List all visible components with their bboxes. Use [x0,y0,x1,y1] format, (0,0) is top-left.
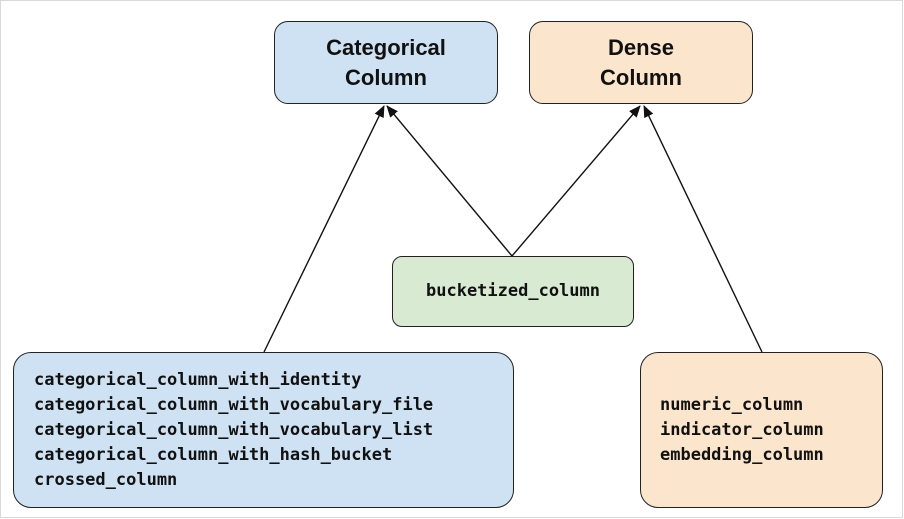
dense-column-title-line1: Dense [607,34,675,60]
list-item: categorical_column_with_vocabulary_list [34,419,434,440]
bucketized-column-node: bucketized_column [392,256,634,327]
categorical-column-node: Categorical Column [274,21,498,104]
categorical-column-title-line2: Column [345,64,427,90]
bucketized-column-label: bucketized_column [426,281,600,301]
categorical-column-title-line1: Categorical [326,34,446,60]
categorical-column-types-node: categorical_column_with_identity categor… [13,352,514,508]
list-item: numeric_column [660,394,804,415]
list-item: embedding_column [660,444,824,465]
list-item: categorical_column_with_vocabulary_file [34,394,434,415]
categorical-column-types-list: categorical_column_with_identity categor… [34,368,433,493]
list-item: categorical_column_with_hash_bucket [34,444,393,465]
edge-dense-list-to-dense [643,105,763,353]
edge-categorical-list-to-categorical [263,105,385,353]
edge-bucketized-to-categorical [386,105,513,257]
list-item: indicator_column [660,419,824,440]
dense-column-types-node: numeric_column indicator_column embeddin… [640,352,883,508]
dense-column-title-line2: Column [600,64,682,90]
dense-column-types-list: numeric_column indicator_column embeddin… [660,393,824,468]
edge-bucketized-to-dense [511,105,641,257]
dense-column-node: Dense Column [529,21,753,104]
list-item: categorical_column_with_identity [34,369,362,390]
list-item: crossed_column [34,469,178,490]
